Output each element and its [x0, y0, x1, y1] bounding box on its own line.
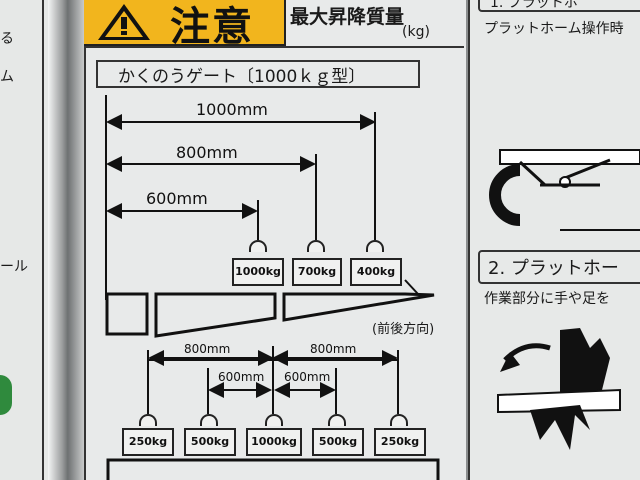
left-sign-panel: る ム ール [0, 0, 48, 480]
right-section2-title: 2. プラットホー [488, 258, 619, 279]
weight-700kg: 700kg [292, 258, 342, 286]
weight-ring [328, 414, 346, 426]
weight-500kg-left: 500kg [184, 428, 236, 456]
distance-800mm: 800mm [176, 143, 238, 162]
max-load-label: 最大昇降質量 [290, 6, 405, 28]
caution-label: 注意 [170, 3, 254, 50]
max-load-unit: (kg) [402, 24, 430, 40]
left-green-mark [0, 375, 12, 415]
weight-ring [390, 414, 408, 426]
right-section2-box [478, 250, 640, 284]
left-fragment-2: ム [0, 69, 14, 85]
right-section2-text: 作業部分に手や足を [484, 291, 610, 307]
weight-500kg-right: 500kg [312, 428, 364, 456]
diagram-title-box [96, 60, 420, 88]
diagram-title: かくのうゲート〔1000ｋｇ型〕 [118, 67, 366, 87]
weight-250kg-left: 250kg [122, 428, 174, 456]
left-fragment-1: る [0, 31, 14, 47]
weight-ring [366, 240, 384, 252]
weight-ring [139, 414, 157, 426]
weight-ring [265, 414, 283, 426]
weight-400kg: 400kg [350, 258, 402, 286]
weight-250kg-right: 250kg [374, 428, 426, 456]
right-section1-title: 1. プラットホ [490, 0, 578, 11]
warning-triangle-icon [98, 4, 150, 40]
left-fragment-3: ール [0, 259, 28, 275]
distance-1000mm: 1000mm [196, 100, 268, 119]
header-rule [84, 46, 464, 48]
direction-note: (前後方向) [372, 322, 435, 337]
lateral-inner-left: 600mm [218, 370, 265, 384]
lateral-inner-right: 600mm [284, 370, 331, 384]
left-border [42, 0, 44, 480]
weight-ring [200, 414, 218, 426]
lateral-outer-left: 800mm [184, 342, 231, 356]
weight-ring [249, 240, 267, 252]
right-section1-box [478, 0, 640, 12]
right-section1-text: プラットホーム操作時 [484, 21, 624, 37]
metal-divider [48, 0, 84, 480]
lateral-outer-right: 800mm [310, 342, 357, 356]
weight-1000kg: 1000kg [232, 258, 284, 286]
distance-600mm: 600mm [146, 189, 208, 208]
weight-1000kg-center: 1000kg [246, 428, 302, 456]
weight-ring [307, 240, 325, 252]
